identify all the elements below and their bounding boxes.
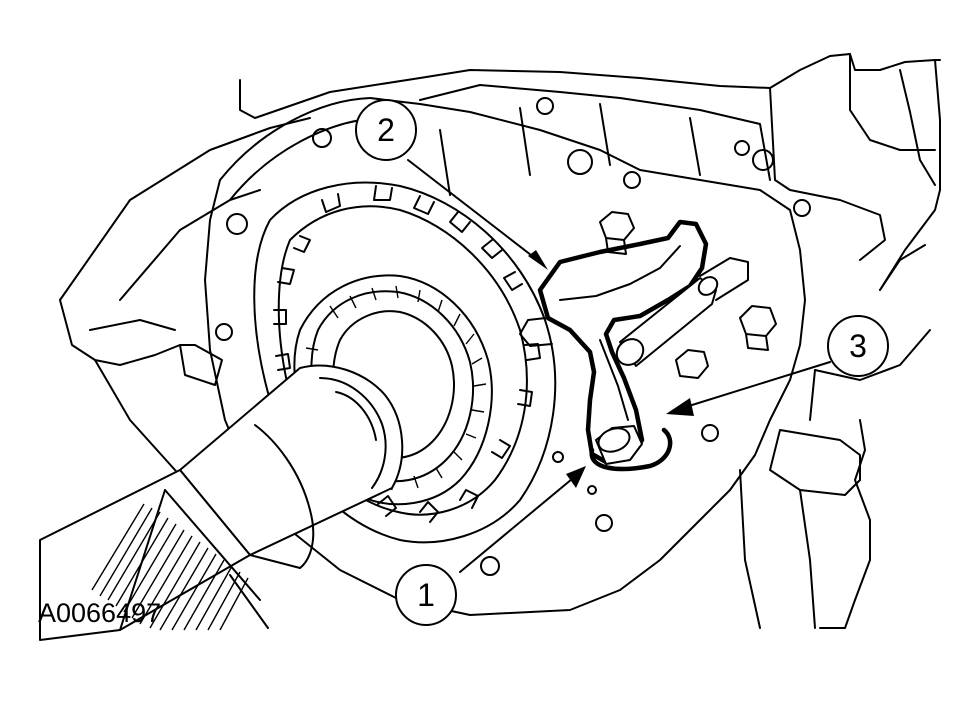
bolt-right <box>739 305 777 351</box>
callout-1-label: 1 <box>417 577 435 613</box>
shift-bracket <box>519 219 709 465</box>
callout-leaders <box>407 159 831 573</box>
bolt-upper <box>599 211 635 255</box>
callout-2-label: 2 <box>377 112 395 148</box>
callout-3: 3 <box>827 315 889 377</box>
figure-id-label: A0066497 <box>38 598 162 628</box>
extension-housing-flange <box>204 97 811 616</box>
callout-2: 2 <box>355 99 417 161</box>
shift-rail <box>615 257 749 367</box>
bolt-lower <box>675 349 709 379</box>
park-pawl-pin <box>589 425 673 472</box>
callout-1: 1 <box>395 564 457 626</box>
output-shaft <box>39 364 404 641</box>
callout-3-label: 3 <box>849 328 867 364</box>
